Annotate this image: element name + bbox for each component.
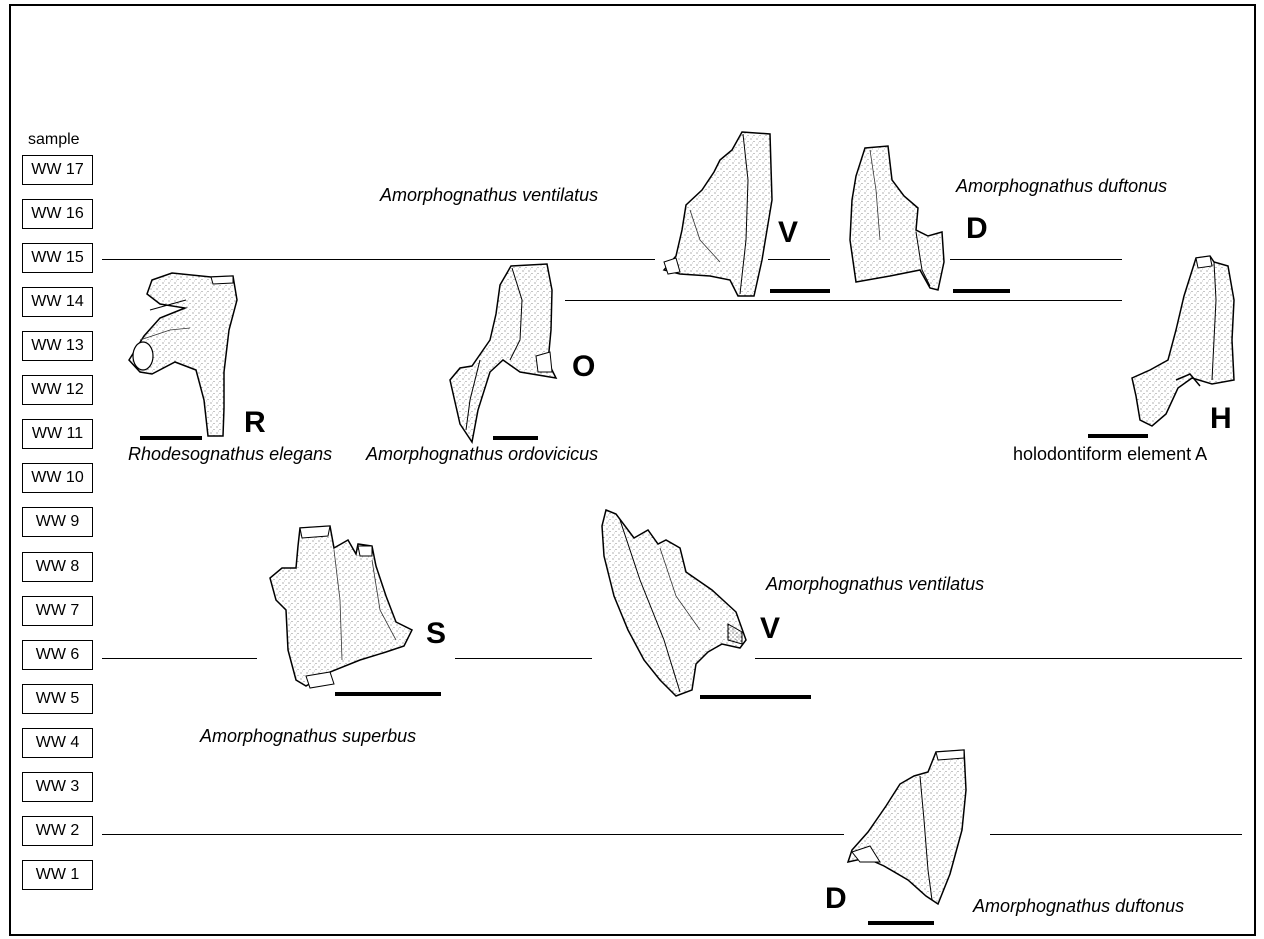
species-label-r: Rhodesognathus elegans [128,444,332,465]
element-letter-v-upper: V [778,218,798,248]
fossil-s [270,526,412,688]
species-label-s: Amorphognathus superbus [200,726,416,747]
fossil-d-upper [850,146,944,290]
species-label-d-upper: Amorphognathus duftonus [956,176,1167,197]
fossil-v-lower [602,510,746,696]
element-letter-o: O [572,352,595,382]
fossil-o [450,264,556,442]
species-label-v-lower: Amorphognathus ventilatus [766,574,984,595]
element-letter-d-lower: D [825,884,847,914]
element-letter-h: H [1210,404,1232,434]
element-letter-v-lower: V [760,614,780,644]
fossil-r [129,273,237,436]
fossil-v-upper [664,132,772,296]
fossil-d-lower [848,750,966,904]
fossil-h [1132,256,1234,426]
element-letter-d-upper: D [966,214,988,244]
element-letter-r: R [244,408,266,438]
element-letter-s: S [426,619,446,649]
species-label-v-upper: Amorphognathus ventilatus [380,185,598,206]
species-label-d-lower: Amorphognathus duftonus [973,896,1184,917]
species-label-o: Amorphognathus ordovicicus [366,444,598,465]
species-label-h: holodontiform element A [1013,444,1207,465]
